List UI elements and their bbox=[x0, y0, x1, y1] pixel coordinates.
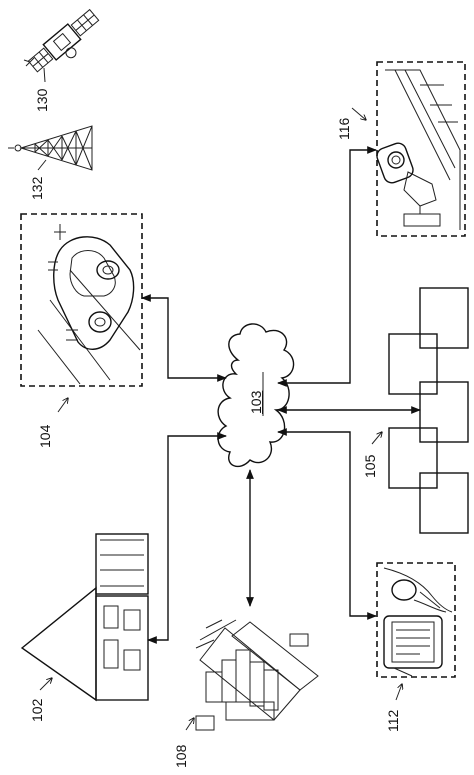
satellite-icon bbox=[23, 8, 100, 73]
mobile-device-icon bbox=[383, 567, 453, 677]
connectors bbox=[141, 146, 421, 644]
mobile-ref-label: 112 bbox=[385, 709, 401, 732]
camera-ref-label: 116 bbox=[336, 117, 352, 140]
house-ref-label: 102 bbox=[29, 698, 45, 722]
satellite-ref-label: 130 bbox=[34, 88, 50, 112]
network-cloud-icon bbox=[217, 323, 295, 468]
network-ref-label: 103 bbox=[248, 390, 264, 414]
vehicle-ref-label: 104 bbox=[37, 424, 53, 448]
mobile-frame bbox=[376, 562, 456, 678]
cell-tower-icon bbox=[8, 125, 93, 171]
camera-frame bbox=[376, 61, 466, 237]
tower-ref-label: 132 bbox=[29, 176, 45, 200]
vehicle-frame bbox=[20, 213, 143, 387]
house-icon bbox=[20, 533, 149, 702]
security-camera-icon bbox=[376, 69, 461, 230]
city-ref-label: 108 bbox=[173, 744, 189, 768]
vehicle-icon bbox=[37, 224, 141, 385]
displays-ref-label: 105 bbox=[362, 454, 378, 478]
smart-city-icon bbox=[195, 619, 319, 731]
